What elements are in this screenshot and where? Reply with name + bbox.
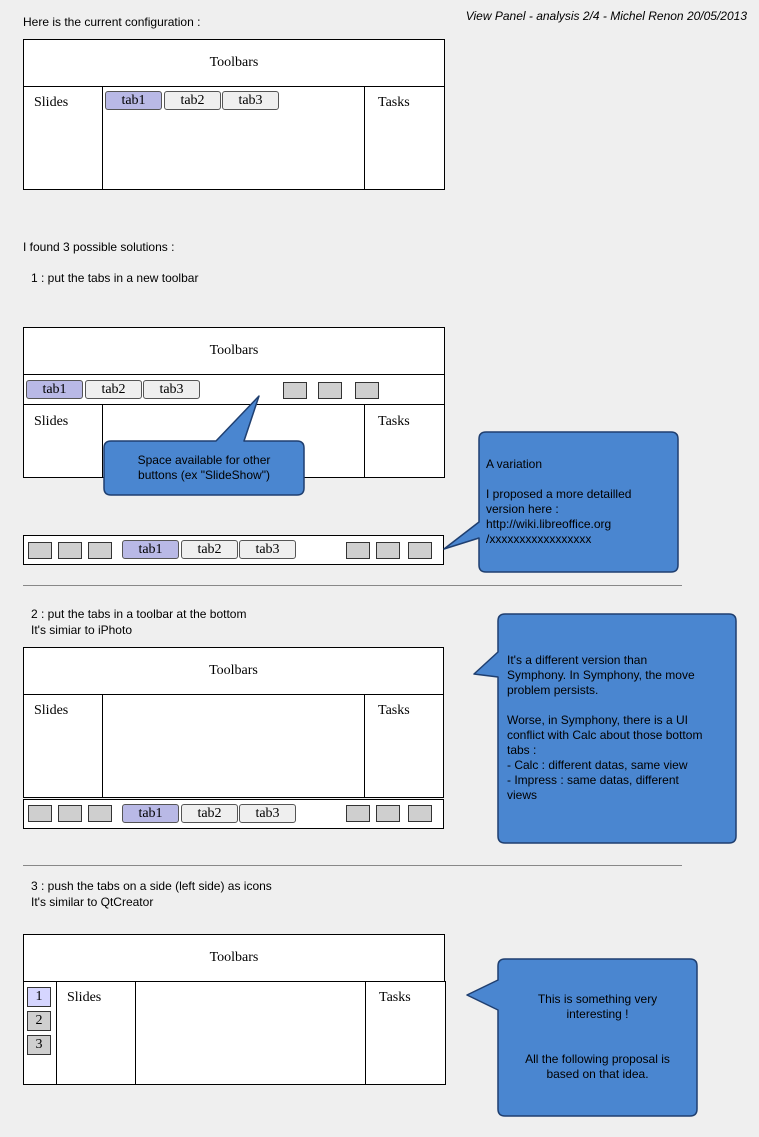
variation-button-d[interactable] [346, 542, 370, 559]
callout-symphony-text: It's a different version than Symphony. … [507, 653, 703, 802]
main-area-s2 [102, 694, 365, 798]
toolbars-box-s2: Toolbars [23, 647, 444, 695]
tab-1-s2[interactable]: tab1 [122, 804, 179, 823]
slides-panel-s1: Slides [23, 404, 103, 478]
page-header: View Panel - analysis 2/4 - Michel Renon… [465, 9, 747, 23]
solution1-title: 1 : put the tabs in a new toolbar [31, 271, 199, 285]
divider-1 [23, 585, 682, 586]
callout-variation-shape [443, 431, 679, 573]
intro-text: Here is the current configuration : [23, 15, 201, 29]
bottom-button-a[interactable] [28, 805, 52, 822]
slides-label: Slides [34, 703, 69, 718]
tasks-panel-s1: Tasks [364, 404, 445, 478]
callout-space-text: Space available for other buttons (ex "S… [137, 453, 271, 482]
callout-interesting-shape [466, 958, 698, 1117]
bottom-button-b[interactable] [58, 805, 82, 822]
variation-button-b[interactable] [58, 542, 82, 559]
tab-1-variation[interactable]: tab1 [122, 540, 179, 559]
tab-3-s1[interactable]: tab3 [143, 380, 200, 399]
bottom-button-e[interactable] [376, 805, 400, 822]
toolbar-button-s1-c[interactable] [355, 382, 379, 399]
tab-1-s1[interactable]: tab1 [26, 380, 83, 399]
solution2-subtitle: It's simiar to iPhoto [31, 623, 132, 637]
tasks-panel-s3: Tasks [365, 981, 446, 1085]
tab-2-current[interactable]: tab2 [164, 91, 221, 110]
solutions-intro: I found 3 possible solutions : [23, 240, 175, 254]
tab-2-variation[interactable]: tab2 [181, 540, 238, 559]
main-area-s3 [135, 981, 366, 1085]
tab-1-current[interactable]: tab1 [105, 91, 162, 110]
variation-button-a[interactable] [28, 542, 52, 559]
callout-variation-text: A variation I proposed a more detailled … [486, 457, 632, 546]
toolbar-button-s1-b[interactable] [318, 382, 342, 399]
callout-space-shape [103, 395, 305, 496]
side-tab-1[interactable]: 1 [27, 987, 51, 1007]
tasks-label: Tasks [378, 703, 410, 718]
slides-label: Slides [34, 414, 69, 429]
bottom-button-c[interactable] [88, 805, 112, 822]
tab-2-s2[interactable]: tab2 [181, 804, 238, 823]
slides-panel-s3: Slides [56, 981, 136, 1085]
variation-button-e[interactable] [376, 542, 400, 559]
bottom-button-d[interactable] [346, 805, 370, 822]
tab-3-s2[interactable]: tab3 [239, 804, 296, 823]
tab-2-s1[interactable]: tab2 [85, 380, 142, 399]
slides-panel-current: Slides [23, 86, 103, 190]
tasks-label: Tasks [378, 95, 410, 110]
tab-3-variation[interactable]: tab3 [239, 540, 296, 559]
tasks-label: Tasks [378, 414, 410, 429]
bottom-button-f[interactable] [408, 805, 432, 822]
callout-symphony-shape [473, 613, 737, 844]
variation-button-c[interactable] [88, 542, 112, 559]
solution2-title: 2 : put the tabs in a toolbar at the bot… [31, 607, 247, 621]
toolbar-button-s1-a[interactable] [283, 382, 307, 399]
side-tab-3[interactable]: 3 [27, 1035, 51, 1055]
callout-interesting-text: This is something very interesting ! All… [525, 992, 670, 1081]
toolbars-box-current: Toolbars [23, 39, 445, 87]
tasks-label: Tasks [379, 990, 411, 1005]
tasks-panel-current: Tasks [364, 86, 445, 190]
solution3-subtitle: It's similar to QtCreator [31, 895, 154, 909]
tasks-panel-s2: Tasks [364, 694, 444, 798]
solution3-title: 3 : push the tabs on a side (left side) … [31, 879, 272, 893]
slides-label: Slides [34, 95, 69, 110]
tab-3-current[interactable]: tab3 [222, 91, 279, 110]
side-tab-2[interactable]: 2 [27, 1011, 51, 1031]
slides-label: Slides [67, 990, 102, 1005]
variation-button-f[interactable] [408, 542, 432, 559]
divider-2 [23, 865, 682, 866]
